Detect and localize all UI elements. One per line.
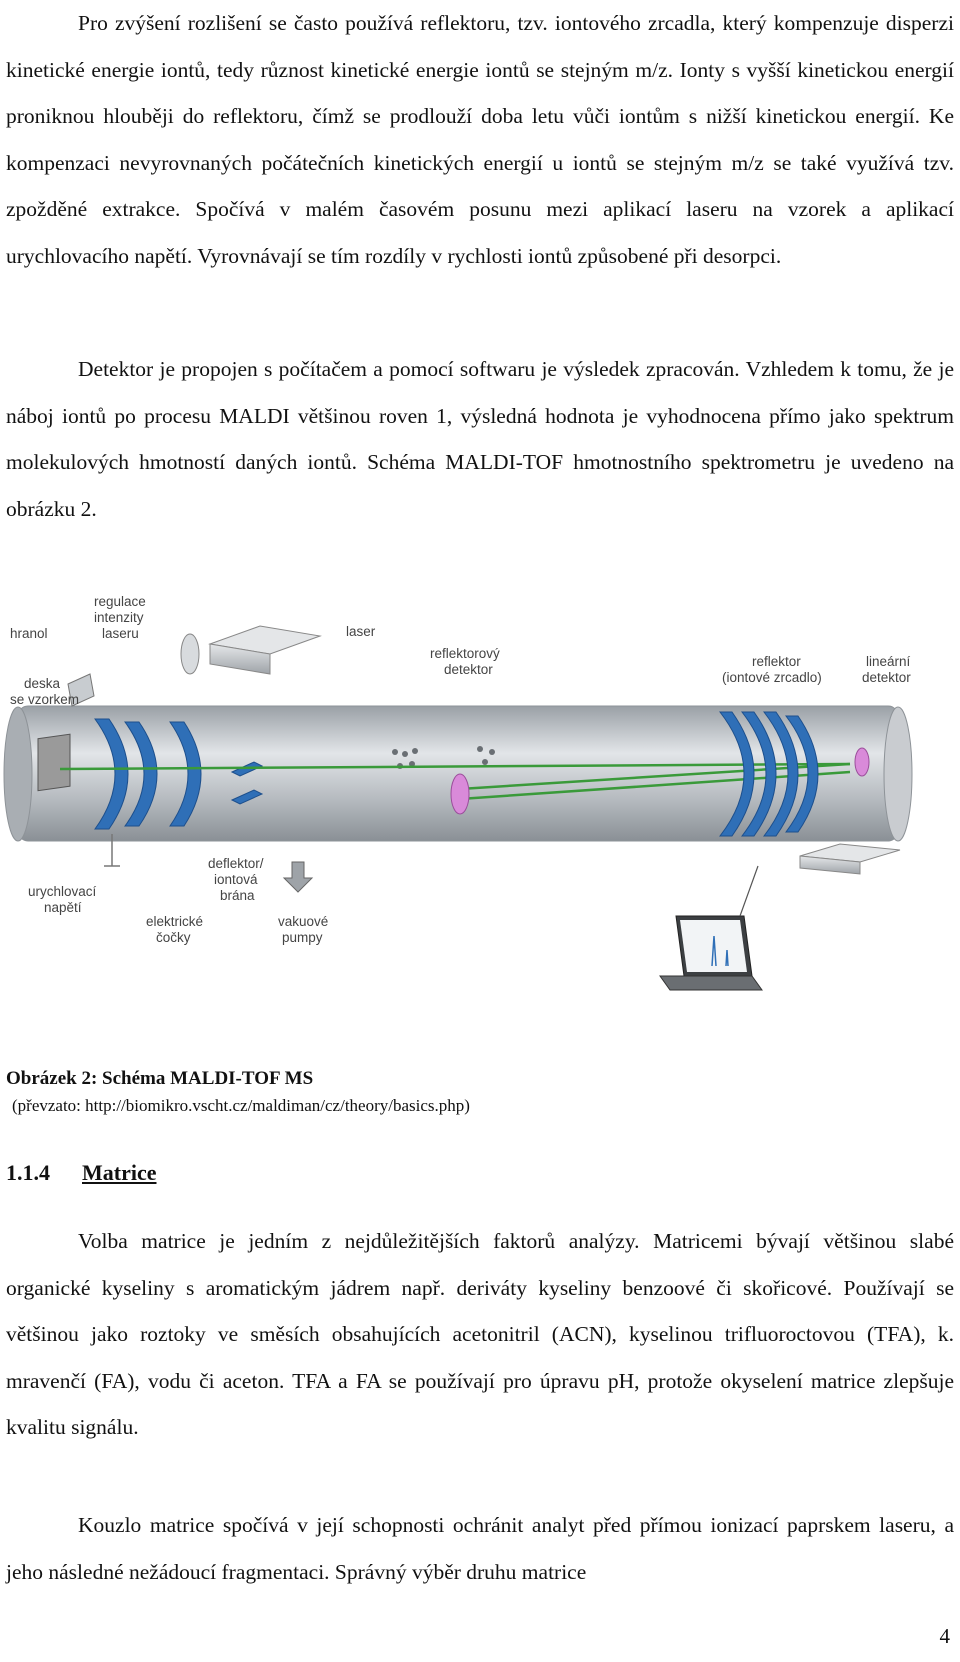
page-number: 4 bbox=[939, 1624, 951, 1648]
intensity-regulator bbox=[180, 633, 200, 675]
laser-box bbox=[208, 625, 322, 675]
label-refl-det-1: reflektorový bbox=[430, 646, 500, 661]
label-deska-2: se vzorkem bbox=[10, 692, 79, 707]
label-deflektor-1: deflektor/ bbox=[208, 856, 264, 871]
maldi-tof-schematic: hranol regulace intenzity laseru laser d… bbox=[3, 594, 913, 991]
label-regulace-2: intenzity bbox=[94, 610, 144, 625]
paragraph-reflector: Pro zvýšení rozlišení se často používá r… bbox=[6, 11, 954, 268]
section-number: 1.1.4 bbox=[6, 1160, 50, 1185]
sample-plate bbox=[37, 733, 71, 792]
label-regulace-3: laseru bbox=[102, 626, 139, 641]
laptop-computer bbox=[659, 865, 763, 991]
label-deflektor-2: iontová bbox=[214, 872, 258, 887]
prism bbox=[67, 673, 95, 707]
label-elektricke-1: elektrické bbox=[146, 914, 203, 929]
reflector-rings bbox=[718, 711, 819, 837]
label-regulace-1: regulace bbox=[94, 594, 146, 609]
ion-beam bbox=[59, 762, 851, 801]
label-urych-1: urychlovací bbox=[28, 884, 97, 899]
figure-labels: hranol regulace intenzity laseru laser d… bbox=[10, 594, 911, 945]
label-deflektor-3: brána bbox=[220, 888, 255, 903]
flight-tube bbox=[3, 705, 913, 842]
signal-box bbox=[799, 843, 901, 875]
paragraph-matrix-magic: Kouzlo matrice spočívá v její schopnosti… bbox=[6, 1513, 954, 1584]
label-elektricke-2: čočky bbox=[156, 930, 191, 945]
section-title: Matrice bbox=[82, 1160, 157, 1185]
figure-caption-title: Obrázek 2: Schéma MALDI-TOF MS bbox=[6, 1068, 314, 1089]
figure-caption-source: (převzato: http://biomikro.vscht.cz/mald… bbox=[12, 1096, 470, 1115]
label-urych-2: napětí bbox=[44, 900, 82, 915]
label-vakuove-2: pumpy bbox=[282, 930, 323, 945]
vacuum-pump-arrow bbox=[282, 861, 314, 893]
paragraph-matrix-choice: Volba matrice je jedním z nejdůležitější… bbox=[6, 1229, 954, 1439]
electric-lenses bbox=[94, 718, 202, 830]
label-reflektor-1: reflektor bbox=[752, 654, 801, 669]
label-reflektor-2: (iontové zrcadlo) bbox=[722, 670, 822, 685]
label-refl-det-2: detektor bbox=[444, 662, 493, 677]
ground-wire bbox=[104, 834, 120, 867]
label-hranol: hranol bbox=[10, 626, 48, 641]
label-vakuove-1: vakuové bbox=[278, 914, 328, 929]
linear-detector bbox=[854, 747, 870, 777]
section-heading: 1.1.4 Matrice bbox=[6, 1160, 157, 1186]
paragraph-detector: Detektor je propojen s počítačem a pomoc… bbox=[6, 357, 954, 521]
label-laser: laser bbox=[346, 624, 376, 639]
reflector-detector bbox=[450, 773, 470, 815]
label-lin-det-1: lineární bbox=[866, 654, 911, 669]
label-deska-1: deska bbox=[24, 676, 61, 691]
label-lin-det-2: detektor bbox=[862, 670, 911, 685]
